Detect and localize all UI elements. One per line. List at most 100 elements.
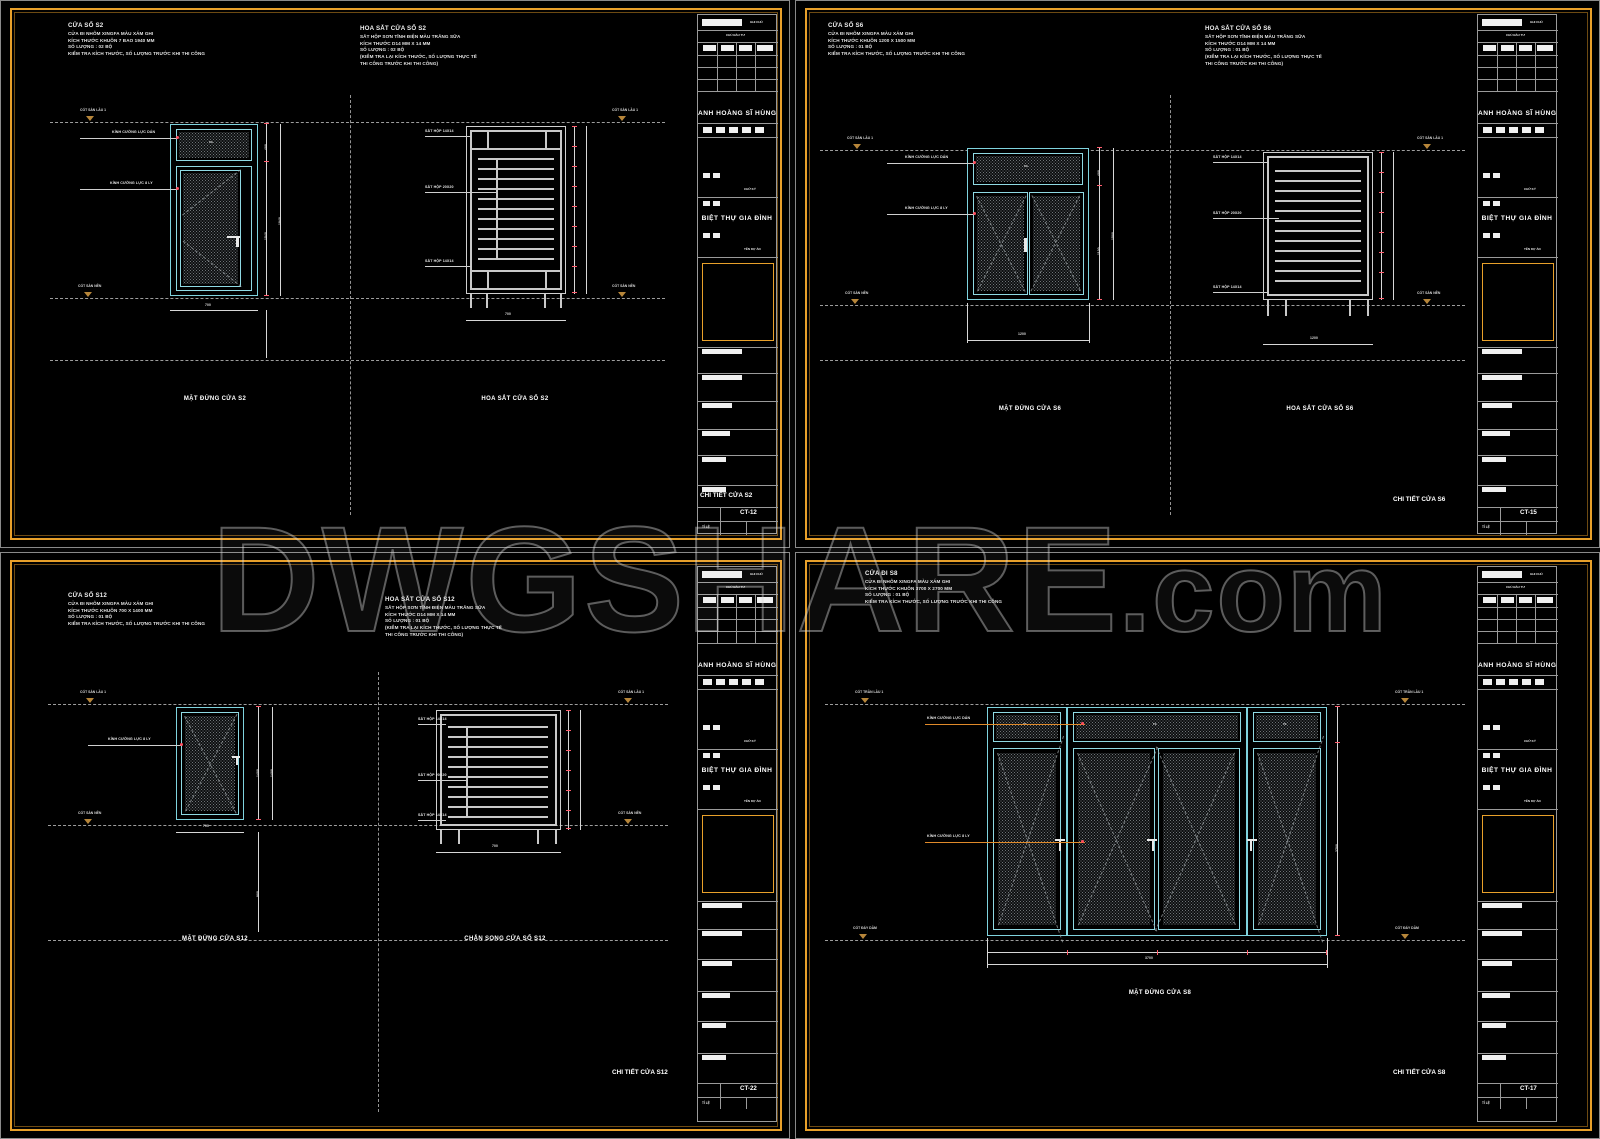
leader-label: KÍNH CƯỜNG LỰC DÁN xyxy=(112,130,156,134)
tb-divider xyxy=(1478,991,1558,992)
tb-chip xyxy=(1483,173,1490,178)
tb-divider xyxy=(1478,137,1558,138)
door-handle[interactable] xyxy=(227,236,240,238)
grid-line-horizontal xyxy=(820,360,1465,361)
sheet-s6[interactable]: CỬA SỔ S6 CỬA ĐI NHÔM XINGFA MÀU XÁM GHI… xyxy=(795,0,1600,548)
grille-bar xyxy=(1275,200,1361,203)
grille-bar xyxy=(440,824,557,826)
tb-chip xyxy=(1482,375,1522,380)
tb-chip xyxy=(702,1055,726,1060)
tb-divider xyxy=(736,595,737,644)
dimension-tick xyxy=(572,146,577,147)
tb-logo-box xyxy=(1482,263,1554,341)
sheet-s2[interactable]: CỬA SỔ S2 CỬA ĐI NHÔM XINGFA MÀU XÁM GHI… xyxy=(0,0,790,548)
grille-bar xyxy=(440,714,442,826)
tb-column-header: GHI CHÚ xyxy=(750,572,763,576)
leader-label: KÍNH CƯỜNG LỰC 8 LY xyxy=(927,834,970,838)
tb-divider xyxy=(1478,959,1558,960)
dimension-tick xyxy=(572,292,577,293)
tb-divider xyxy=(736,43,737,92)
leader-dot xyxy=(180,743,183,746)
leader-label: KÍNH CƯỜNG LỰC DÁN xyxy=(905,155,949,159)
tb-sheet-number: CT-17 xyxy=(1520,1085,1537,1092)
grid-line-horizontal xyxy=(48,940,668,941)
spec-line: KIỂM TRA KÍCH THƯỚC, SỐ LƯỢNG TRƯỚC KHI … xyxy=(68,50,206,56)
tb-chip xyxy=(1483,725,1490,730)
tb-divider xyxy=(1478,485,1558,486)
door-handle-lever-4[interactable] xyxy=(1250,839,1252,851)
grille-bar xyxy=(470,130,562,132)
spec-block-main: CỬA SỔ S2 CỬA ĐI NHÔM XINGFA MÀU XÁM GHI… xyxy=(68,22,205,58)
leader-label: SẮT HỘP 20X20 xyxy=(425,185,454,189)
tb-divider xyxy=(698,991,778,992)
drawing-caption: MẶT ĐỨNG CỬA S8 xyxy=(1128,990,1192,996)
dimension-text: 1100 xyxy=(1097,247,1101,255)
tb-chip xyxy=(1483,785,1490,790)
tb-chip xyxy=(703,127,712,133)
door-handle-lever[interactable] xyxy=(236,236,239,247)
tb-divider xyxy=(1478,55,1558,56)
sheet-s12[interactable]: CỬA SỔ S12 CỬA ĐI NHÔM XINGFA MÀU XÁM GH… xyxy=(0,552,790,1139)
dimension-text: 1500 xyxy=(1111,232,1115,240)
leader-dot xyxy=(176,136,179,139)
leader-line xyxy=(418,780,468,781)
leader-line-transom xyxy=(925,724,1085,725)
door-leaf-frame-3 xyxy=(1158,748,1240,930)
tb-divider xyxy=(698,401,778,402)
tb-chip xyxy=(1537,45,1553,51)
transom-frame-1 xyxy=(993,712,1061,742)
spec-line: KÍCH THƯỚC KHUÔN 7 BAO 1940 MM xyxy=(68,37,155,43)
grille-outer-frame xyxy=(436,710,561,830)
grille-post xyxy=(486,294,488,308)
tb-sign-label: CHỮ KÝ xyxy=(1524,187,1536,191)
title-block[interactable]: GHI CHÚ CHỦ ĐẦU TƯ ANH HOÀNG SĨ HÙNG xyxy=(1477,566,1558,1122)
dimension-tick xyxy=(256,819,261,820)
leader-dot xyxy=(973,161,976,164)
tb-chip xyxy=(702,349,742,354)
tb-chip xyxy=(1493,173,1500,178)
door-handle-lever-2[interactable] xyxy=(1152,839,1154,851)
dimension-line xyxy=(280,124,281,296)
drawing-caption: MẶT ĐỨNG CỬA S12 xyxy=(181,936,248,942)
tb-divider xyxy=(720,507,721,535)
tb-chip xyxy=(1493,785,1500,790)
window-handle[interactable] xyxy=(1024,238,1027,252)
door-handle-lever-1[interactable] xyxy=(1059,839,1061,851)
tb-divider xyxy=(698,123,778,124)
dimension-tick xyxy=(566,770,571,771)
tb-divider xyxy=(1478,507,1558,508)
title-block[interactable]: GHI CHÚ CHỦ ĐẦU TƯ ANH HOÀNG SĨ HÙNG xyxy=(697,566,778,1122)
dimension-line xyxy=(1099,148,1100,300)
tb-chip xyxy=(713,785,720,790)
dimension-line xyxy=(266,310,267,358)
title-block[interactable]: GHI CHÚ CHỦ ĐẦU TƯ ANH HOÀNG SĨ HÙNG xyxy=(1477,14,1558,535)
leader-dot xyxy=(973,212,976,215)
tb-chip xyxy=(1482,571,1522,578)
tb-divider xyxy=(698,91,778,92)
tb-divider xyxy=(698,55,778,56)
dimension-text: 2700 xyxy=(1335,844,1339,852)
spec-line: SỐ LƯỢNG : 01 BỘ xyxy=(68,614,113,620)
sheet-s8[interactable]: CỬA ĐI S8 CỬA ĐI NHÔM XINGFA MÀU XÁM GHI… xyxy=(795,552,1600,1139)
tb-divider xyxy=(1516,595,1517,644)
dimension-line xyxy=(586,126,587,294)
tb-chip xyxy=(1482,487,1506,492)
dimension-tick xyxy=(1067,950,1068,955)
glass-tag: PG xyxy=(1153,723,1157,726)
tb-chip xyxy=(716,679,725,685)
spec-block-grille: HOA SẮT CỬA SỔ S12 SẮT HỘP SƠN TĨNH ĐIỆN… xyxy=(385,596,502,638)
dimension-line xyxy=(1263,344,1373,345)
tb-chip xyxy=(713,753,720,758)
title-block[interactable]: GHI CHÚ CHỦ ĐẦU TƯ ANH HOÀNG SĨ HÙNG xyxy=(697,14,778,535)
dimension-text: 900 xyxy=(256,891,260,897)
window-handle-lever[interactable] xyxy=(236,756,238,765)
door-handle-4[interactable] xyxy=(1247,839,1257,841)
tb-company-name: ANH HOÀNG SĨ HÙNG xyxy=(698,110,777,117)
dimension-line xyxy=(1089,303,1090,343)
grille-bar xyxy=(448,736,548,739)
window-glass xyxy=(185,716,235,811)
grid-line-horizontal xyxy=(48,825,668,826)
grille-bar xyxy=(487,130,489,150)
spec-line: SỐ LƯỢNG : 01 BỘ xyxy=(385,618,430,624)
drawing-caption: HOA SẮT CỬA SỔ S6 xyxy=(1286,406,1354,412)
